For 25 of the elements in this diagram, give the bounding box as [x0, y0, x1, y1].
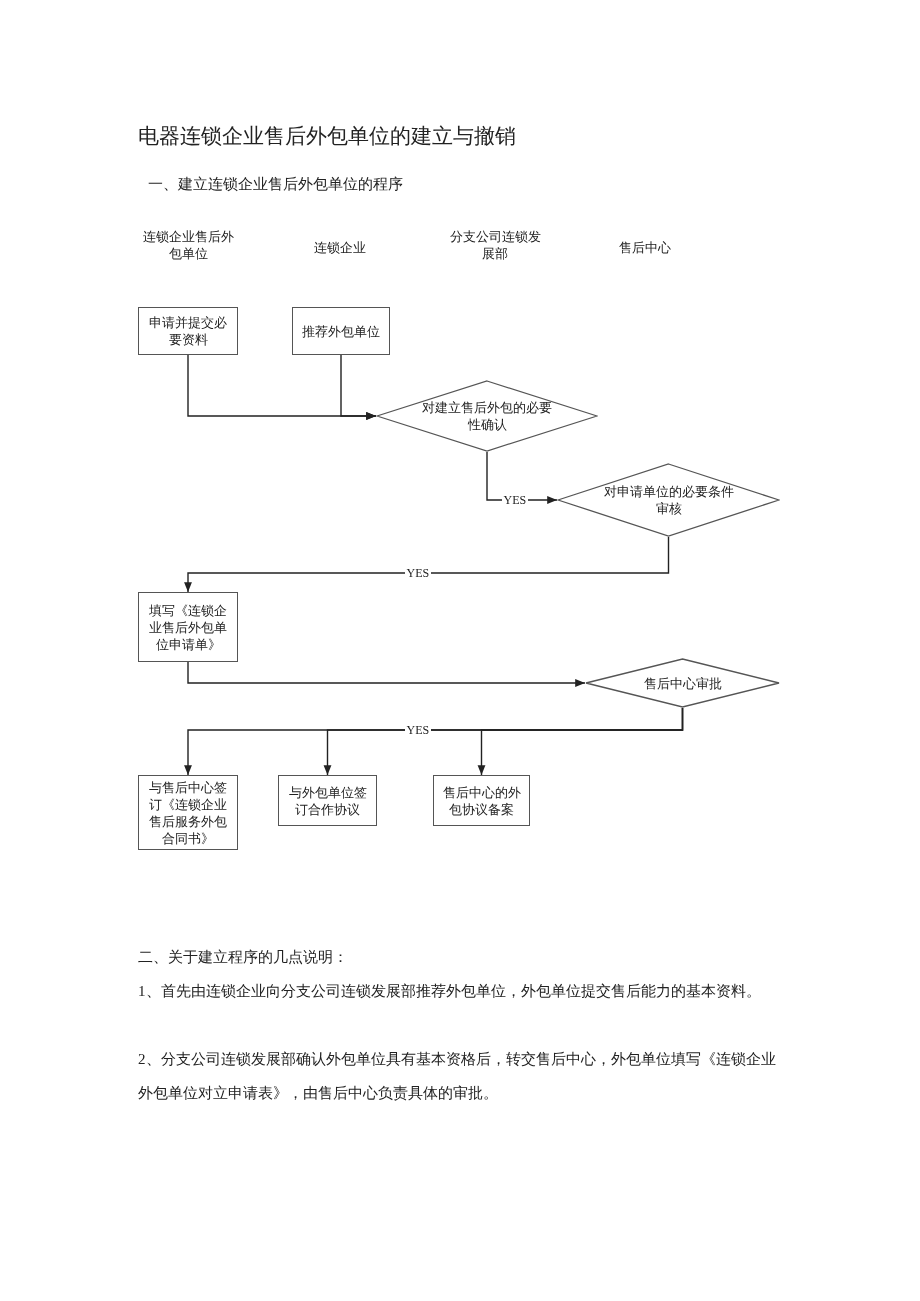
process-box: 推荐外包单位	[292, 307, 390, 355]
arrow	[187, 661, 586, 687]
section-heading: 一、建立连锁企业售后外包单位的程序	[148, 176, 404, 193]
edge-label: YES	[404, 566, 432, 580]
edge-label: YES	[501, 493, 529, 507]
process-box: 与售后中心签订《连锁企业售后服务外包合同书》	[138, 775, 238, 850]
lane-header: 售后中心	[618, 239, 672, 256]
arrow	[340, 354, 377, 420]
lane-header: 分支公司连锁发展部	[448, 228, 542, 262]
paragraph: 1、首先由连锁企业向分支公司连锁发展部推荐外包单位，外包单位提交售后能力的基本资料。	[138, 982, 762, 1001]
lane-header: 连锁企业售后外包单位	[141, 228, 235, 262]
process-box: 申请并提交必要资料	[138, 307, 238, 355]
title: 电器连锁企业售后外包单位的建立与撤销	[138, 123, 516, 150]
process-box: 与外包单位签订合作协议	[278, 775, 377, 826]
arrow	[184, 536, 670, 593]
edge-label: YES	[404, 723, 432, 737]
arrow	[477, 707, 684, 776]
lane-header: 连锁企业	[313, 239, 367, 256]
section-heading: 二、关于建立程序的几点说明：	[138, 948, 349, 967]
paragraph: 2、分支公司连锁发展部确认外包单位具有基本资格后，转交售后中心，外包单位填写《连锁企业外包单位对立申请表》，由售后中心负责具体的审批。	[138, 1050, 777, 1103]
decision-diamond: 对申请单位的必要条件审核	[557, 463, 780, 537]
decision-diamond: 售后中心审批	[585, 658, 780, 708]
decision-diamond: 对建立售后外包的必要性确认	[376, 380, 598, 452]
process-box: 售后中心的外包协议备案	[433, 775, 530, 826]
process-box: 填写《连锁企业售后外包单位申请单》	[138, 592, 238, 662]
